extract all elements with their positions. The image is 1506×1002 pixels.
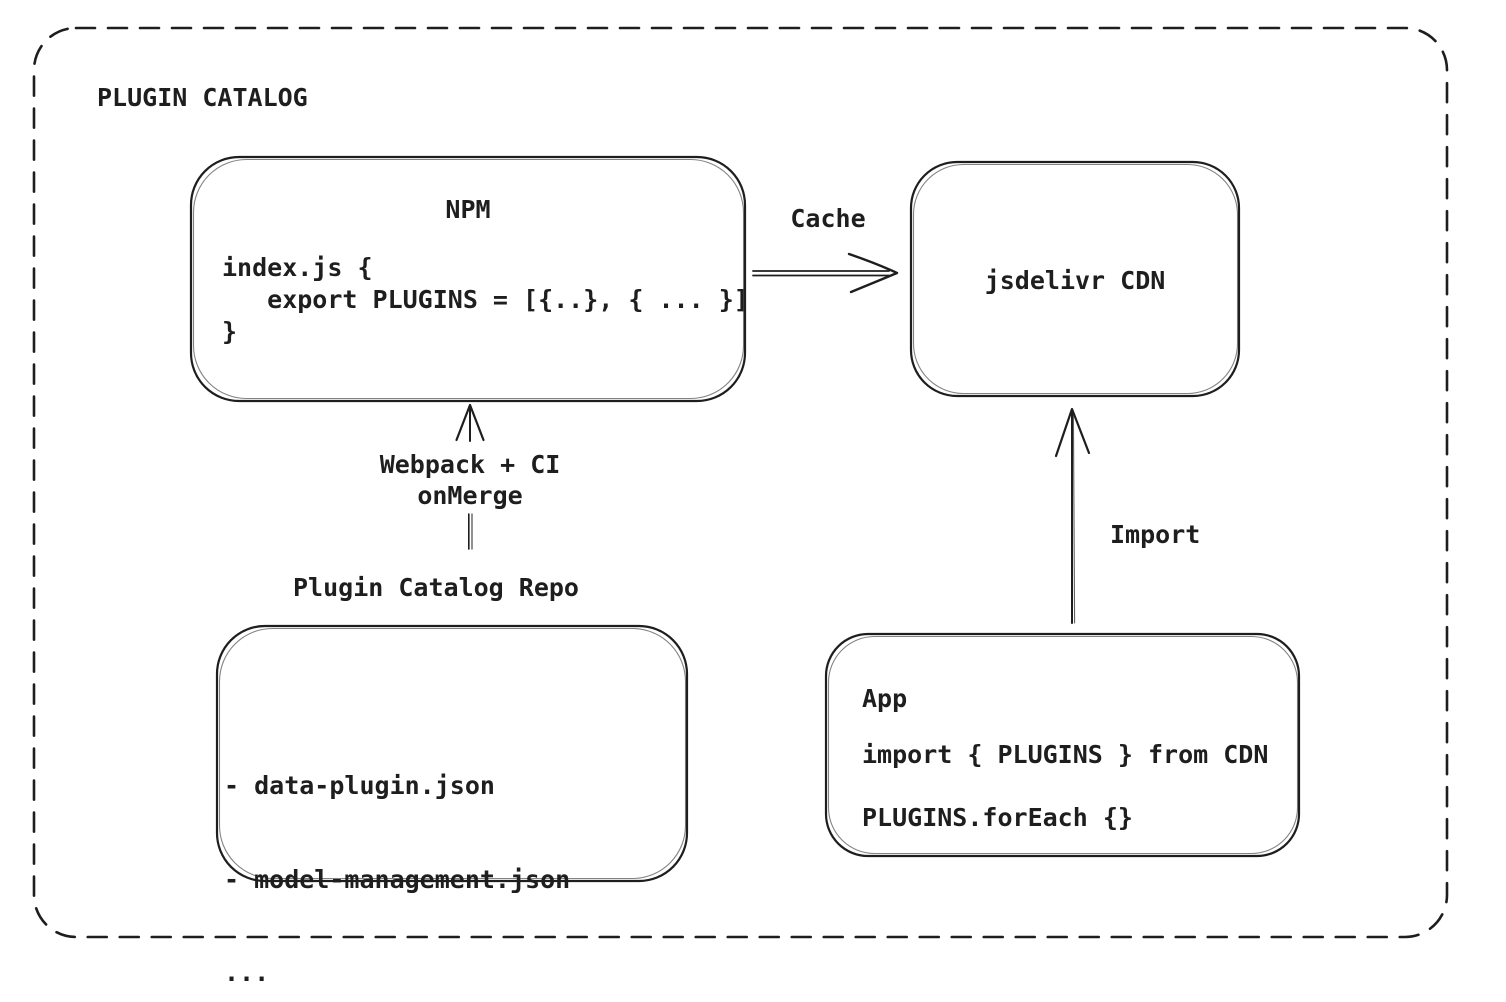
repo-box <box>215 624 689 883</box>
import-arrow-label: Import <box>1110 520 1201 549</box>
import-arrow <box>1054 407 1091 624</box>
cdn-box-label: jsdelivr CDN <box>984 266 1166 295</box>
repo-file-list: - data-plugin.json - model-management.js… <box>224 708 570 1002</box>
repo-file-item: ... <box>224 958 270 987</box>
catalog-boundary <box>32 26 1449 939</box>
catalog-title: PLUGIN CATALOG <box>97 83 308 112</box>
npm-box-title: NPM <box>445 195 491 224</box>
npm-box <box>189 155 747 403</box>
repo-file-item: - model-management.json <box>224 864 571 894</box>
cache-arrow-label: Cache <box>790 204 866 233</box>
app-box <box>824 632 1301 858</box>
cache-arrow <box>752 252 899 294</box>
npm-code-block: index.js { export PLUGINS = [{..}, { ...… <box>222 253 749 346</box>
app-code-foreach: PLUGINS.forEach {} <box>862 803 1133 832</box>
repo-title: Plugin Catalog Repo <box>293 573 579 602</box>
app-code-import: import { PLUGINS } from CDN <box>862 740 1269 769</box>
build-arrow <box>455 403 485 550</box>
build-arrow-label: Webpack + CI onMerge <box>379 450 561 510</box>
cdn-box <box>909 160 1241 398</box>
app-box-title: App <box>862 684 908 713</box>
repo-file-item: - data-plugin.json <box>224 771 495 800</box>
